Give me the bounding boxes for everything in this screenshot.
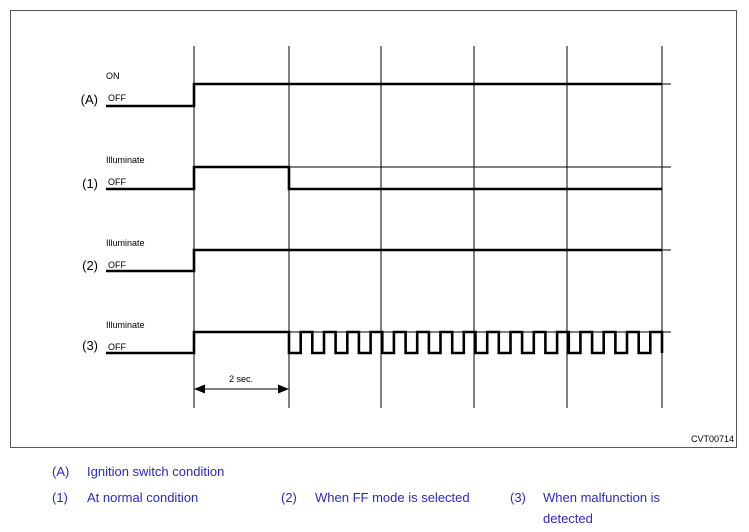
low-level-label: OFF: [108, 260, 126, 270]
signal-waveform: [106, 165, 662, 191]
high-level-label: Illuminate: [106, 155, 145, 165]
legend-text: When FF mode is selected: [315, 490, 470, 505]
timing-diagram: ONOFF(A)IlluminateOFF(1)IlluminateOFF(2)…: [10, 10, 737, 448]
dimension-arrow-right: [278, 384, 289, 394]
signal-waveform: [106, 330, 664, 355]
legend-key: (1): [52, 490, 68, 505]
figure-id: CVT00714: [691, 434, 734, 444]
signal-waveform: [106, 82, 662, 108]
legend-key: (3): [510, 490, 526, 505]
row-key-label: (2): [82, 258, 98, 273]
high-level-label: Illuminate: [106, 238, 145, 248]
row-key-label: (1): [82, 176, 98, 191]
low-level-label: OFF: [108, 342, 126, 352]
signal-rows: ONOFF(A)IlluminateOFF(1)IlluminateOFF(2)…: [81, 71, 671, 355]
legend-key: (A): [52, 464, 70, 479]
legend-key: (2): [281, 490, 297, 505]
high-level-label: ON: [106, 71, 120, 81]
legend-text: At normal condition: [87, 490, 199, 505]
row-key-label: (A): [81, 92, 98, 107]
legend-text: When malfunction is detected: [543, 490, 661, 526]
signal-row: ON OFF (A): [81, 71, 671, 108]
dimension-label: 2 sec.: [229, 374, 253, 384]
low-level-label: OFF: [108, 177, 126, 187]
duration-dimension: 2 sec.: [194, 374, 289, 394]
signal-waveform: [106, 248, 662, 273]
dimension-arrow-left: [194, 384, 205, 394]
high-level-label: Illuminate: [106, 320, 145, 330]
legend-text: Ignition switch condition: [87, 464, 225, 479]
row-key-label: (3): [82, 338, 98, 353]
low-level-label: OFF: [108, 93, 126, 103]
